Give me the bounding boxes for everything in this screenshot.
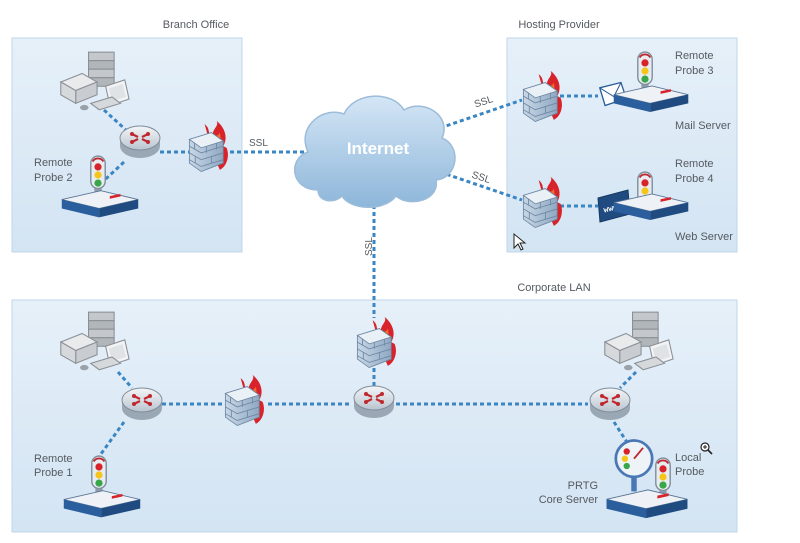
cursor-icon — [513, 232, 527, 251]
internet-label: Internet — [347, 139, 410, 158]
corporate-lan-title: Corporate LAN — [517, 282, 590, 294]
internet-cloud-icon: Internet — [293, 95, 456, 208]
link-branch-ws-router — [102, 108, 128, 132]
zoom-icon — [700, 442, 713, 455]
link-internet-mail-fw — [439, 98, 523, 130]
link-corp-router3-core — [612, 421, 634, 451]
remote-probe-4-line2: Probe 4 — [675, 173, 714, 185]
core-server-line1: PRTG — [568, 480, 598, 492]
ssl-label-corporate: SSL — [364, 237, 375, 256]
router-icon — [118, 124, 162, 160]
network-links — [94, 94, 638, 459]
remote-probe-1-line2: Probe 1 — [34, 467, 73, 479]
remote-probe-2-line1: Remote — [34, 157, 73, 169]
router-icon — [120, 386, 164, 422]
link-corp-router1-probe1 — [96, 421, 126, 459]
remote-probe-3-line2: Probe 3 — [675, 65, 714, 77]
local-probe-line1: Local — [675, 452, 701, 464]
remote-probe-1-line1: Remote — [34, 453, 73, 465]
remote-probe-3-line1: Remote — [675, 50, 714, 62]
link-corp-ws2-router3 — [618, 370, 638, 390]
remote-probe-2-line2: Probe 2 — [34, 172, 73, 184]
link-corp-ws1-router1 — [116, 371, 134, 389]
local-probe-line2: Probe — [675, 466, 704, 478]
branch-office-title: Branch Office — [163, 19, 229, 31]
router-icon — [588, 386, 632, 422]
core-server-line2: Core Server — [539, 494, 599, 506]
ssl-label-branch: SSL — [249, 138, 268, 149]
router-icon — [352, 384, 396, 420]
remote-probe-4-line1: Remote — [675, 158, 714, 170]
mail-server-label: Mail Server — [675, 120, 731, 132]
hosting-provider-title: Hosting Provider — [518, 19, 600, 31]
link-internet-web-fw — [439, 170, 523, 202]
ssl-label-mail: SSL — [473, 94, 495, 110]
web-server-label: Web Server — [675, 231, 733, 243]
